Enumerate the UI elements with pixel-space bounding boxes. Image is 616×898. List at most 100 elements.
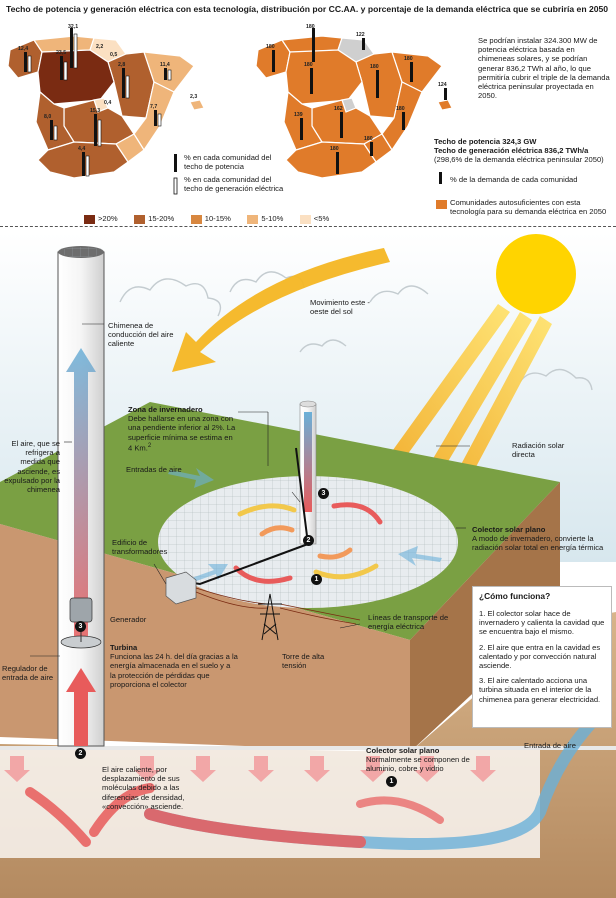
label-radiation: Radiación solar directa — [512, 441, 565, 460]
map1-label: 4,4 — [78, 146, 85, 152]
map1-label: 23,5 — [56, 50, 66, 56]
map1-label: 2,3 — [190, 94, 197, 100]
map1-label: 11,4 — [160, 62, 170, 68]
map1-label: 8,0 — [44, 114, 51, 120]
self-sufficient-swatch — [436, 200, 447, 209]
scale-item: <5% — [299, 214, 329, 224]
map1-label: 7,7 — [150, 104, 157, 110]
inflow-arrow — [66, 668, 96, 746]
map1-label: 2,8 — [118, 62, 125, 68]
svg-text:180: 180 — [404, 56, 413, 62]
map-power-share: 32,1 12,4 23,5 2,2 0,5 2,8 11,4 8,0 15,3… — [7, 24, 205, 179]
svg-text:162: 162 — [334, 106, 343, 112]
label-transformers: Edificio de transformadores — [112, 538, 168, 557]
leader-lines — [30, 323, 470, 657]
label-convection: El aire caliente, por desplazamiento de … — [102, 765, 185, 811]
howto-step-1: 1. El colector solar hace de invernadero… — [479, 609, 605, 637]
summary-text: Se podrían instalar 324.300 MW de potenc… — [478, 36, 610, 101]
map1-label: 15,3 — [90, 108, 100, 114]
scale-item: >20% — [84, 214, 118, 224]
label-tower: Torre de alta tensión — [282, 652, 325, 671]
label-transport-lines: Líneas de transporte de energía eléctric… — [368, 613, 449, 632]
howto-title: ¿Cómo funciona? — [479, 591, 551, 601]
clouds — [119, 271, 593, 391]
scale-swatch — [84, 214, 95, 224]
howto-step-2: 2. El aire que entra en la cavidad es ca… — [479, 642, 601, 671]
collector2-title: Colector solar plano — [366, 746, 440, 755]
scale-item: 10-15% — [190, 214, 231, 224]
upflow-arrow — [66, 348, 96, 642]
map-self-sufficient: 180 180 180 180 180 139 162 122 180 124 … — [255, 24, 453, 179]
map1-label: 0,5 — [110, 52, 117, 58]
sun-movement-arrow — [172, 248, 390, 372]
generation-ceiling: Techo de generación eléctrica 836,2 TWh/… — [434, 146, 589, 155]
section-divider — [0, 226, 616, 227]
label-air-inlets: Entradas de aire — [126, 465, 182, 474]
svg-text:180: 180 — [304, 62, 313, 68]
svg-text:180: 180 — [306, 24, 315, 30]
scale-swatch — [299, 214, 311, 224]
collector-text: A modo de invernadero, convierte la radi… — [472, 534, 604, 553]
collector2-text: Normalmente se componen de aluminio, cob… — [366, 755, 470, 774]
map1-label: 12,4 — [18, 46, 28, 52]
legend-demand-label: % de la demanda de cada comunidad — [450, 175, 578, 184]
sun-icon — [496, 234, 576, 314]
bar-legend-outline-icon — [173, 177, 178, 195]
marker-1: 1 — [386, 776, 397, 787]
scale-item: 15-20% — [134, 214, 174, 224]
power-ceiling: Techo de potencia 324,3 GW — [434, 137, 537, 146]
svg-text:180: 180 — [396, 106, 405, 112]
demand-bar-icon — [439, 172, 442, 184]
turbine-callout: Turbina Funciona las 24 h. del día graci… — [110, 643, 238, 689]
legend-generation-label: % en cada comunidad del techo de generac… — [184, 175, 284, 194]
greenhouse-title: Zona de invernadero — [128, 405, 203, 414]
greenhouse-text: Debe hallarse en una zona con una pendie… — [128, 414, 236, 453]
label-air-cooled: El aire, que se refrigera a medida que a… — [4, 439, 60, 495]
how-it-works-panel: ¿Cómo funciona? 1. El colector solar hac… — [472, 586, 612, 728]
generation-note: (298,6% de la demanda eléctrica peninsul… — [434, 155, 604, 164]
scale-swatch — [190, 214, 202, 224]
page-title: Techo de potencia y generación eléctrica… — [6, 4, 609, 14]
air-inlet-arrows — [168, 468, 442, 584]
svg-text:180: 180 — [364, 136, 373, 142]
marker-2: 2 — [303, 535, 314, 546]
pylon-icon — [258, 593, 282, 641]
turbine-title: Turbina — [110, 643, 138, 652]
small-chimney-flow — [304, 412, 312, 512]
marker-1: 1 — [311, 574, 322, 585]
label-sun-movement: Movimiento este - oeste del sol — [310, 298, 370, 317]
greenhouse-callout: Zona de invernadero Debe hallarse en una… — [128, 405, 236, 453]
marker-3: 3 — [318, 488, 329, 499]
svg-text:180: 180 — [370, 64, 379, 70]
collector2-callout: Colector solar plano Normalmente se comp… — [366, 746, 486, 774]
marker-2: 2 — [75, 748, 86, 759]
color-scale-legend: >20% 15-20% 10-15% 5-10% <5% — [84, 208, 341, 226]
region-extremadura — [35, 90, 75, 151]
collector-title: Colector solar plano — [472, 525, 546, 534]
label-generator: Generador — [110, 615, 147, 624]
scale-swatch — [247, 214, 259, 224]
svg-text:122: 122 — [356, 32, 365, 38]
generator-icon — [69, 597, 93, 623]
solar-chimney-diagram — [0, 232, 616, 898]
swirl-arrows — [233, 502, 383, 584]
legend-selfsufficient-label: Comunidades autosuficientes con esta tec… — [450, 198, 607, 217]
label-regulator: Regulador de entrada de aire — [2, 664, 54, 683]
scale-swatch — [134, 214, 146, 224]
scale-item: 5-10% — [247, 214, 283, 224]
transformer-building — [165, 571, 197, 605]
map1-label: 2,2 — [96, 44, 103, 50]
map1-label: 32,1 — [68, 24, 78, 30]
region-baleares — [189, 99, 205, 111]
svg-text:139: 139 — [294, 112, 303, 118]
svg-text:180: 180 — [266, 44, 275, 50]
map1-bars — [24, 28, 172, 177]
howto-step-3: 3. El aire calentado acciona una turbina… — [479, 676, 601, 704]
label-chimney: Chimenea de conducción del aire caliente — [108, 321, 174, 349]
heat-arrows — [4, 756, 496, 782]
turbine-text: Funciona las 24 h. del día gracias a la … — [110, 652, 238, 689]
legend-power-label: % en cada comunidad del techo de potenci… — [184, 153, 272, 172]
label-air-inlet: Entrada de aire — [524, 741, 576, 750]
bar-legend-icon — [174, 154, 177, 172]
collector-callout: Colector solar plano A modo de invernade… — [472, 525, 612, 553]
